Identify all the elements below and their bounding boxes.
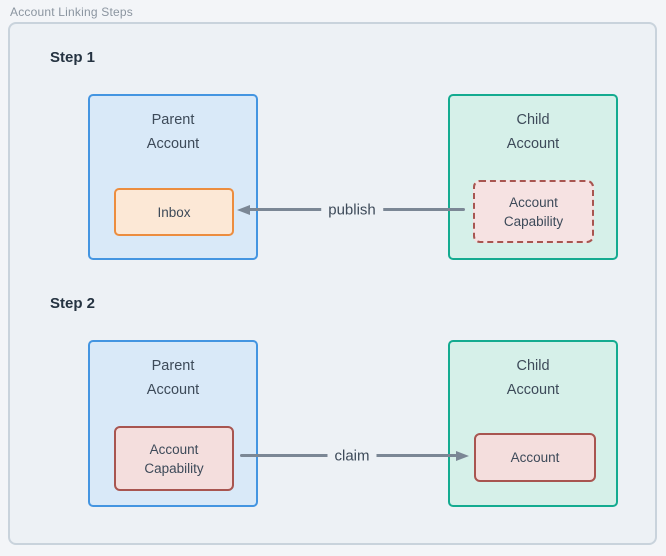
claim-arrow-label: claim <box>327 447 377 465</box>
step2-account-capability-node: Account Capability <box>114 426 234 491</box>
diagram-title: Account Linking Steps <box>10 5 133 19</box>
diagram-panel: Step 1 Parent Account Inbox Child Accoun… <box>8 22 657 545</box>
step2-parent-account-box: Parent Account Account Capability <box>88 340 258 507</box>
step-2-heading: Step 2 <box>50 295 96 312</box>
step2-child-account-box: Child Account Account <box>448 340 618 507</box>
step2-child-account-title: Child Account <box>506 358 560 398</box>
step-1-heading: Step 1 <box>50 49 96 66</box>
step1-parent-account-title: Parent Account <box>146 112 200 152</box>
step1-account-capability-node: Account Capability <box>473 180 594 243</box>
step1-child-account-title: Child Account <box>506 112 560 152</box>
step2-parent-account-title: Parent Account <box>146 358 200 398</box>
step2-account-node: Account <box>474 433 596 482</box>
publish-arrow-label: publish <box>321 201 383 219</box>
publish-arrowhead-left-icon <box>237 205 250 215</box>
step1-parent-account-box: Parent Account Inbox <box>88 94 258 260</box>
claim-arrowhead-right-icon <box>456 451 469 461</box>
step1-child-account-box: Child Account Account Capability <box>448 94 618 260</box>
step1-inbox-node: Inbox <box>114 188 234 236</box>
